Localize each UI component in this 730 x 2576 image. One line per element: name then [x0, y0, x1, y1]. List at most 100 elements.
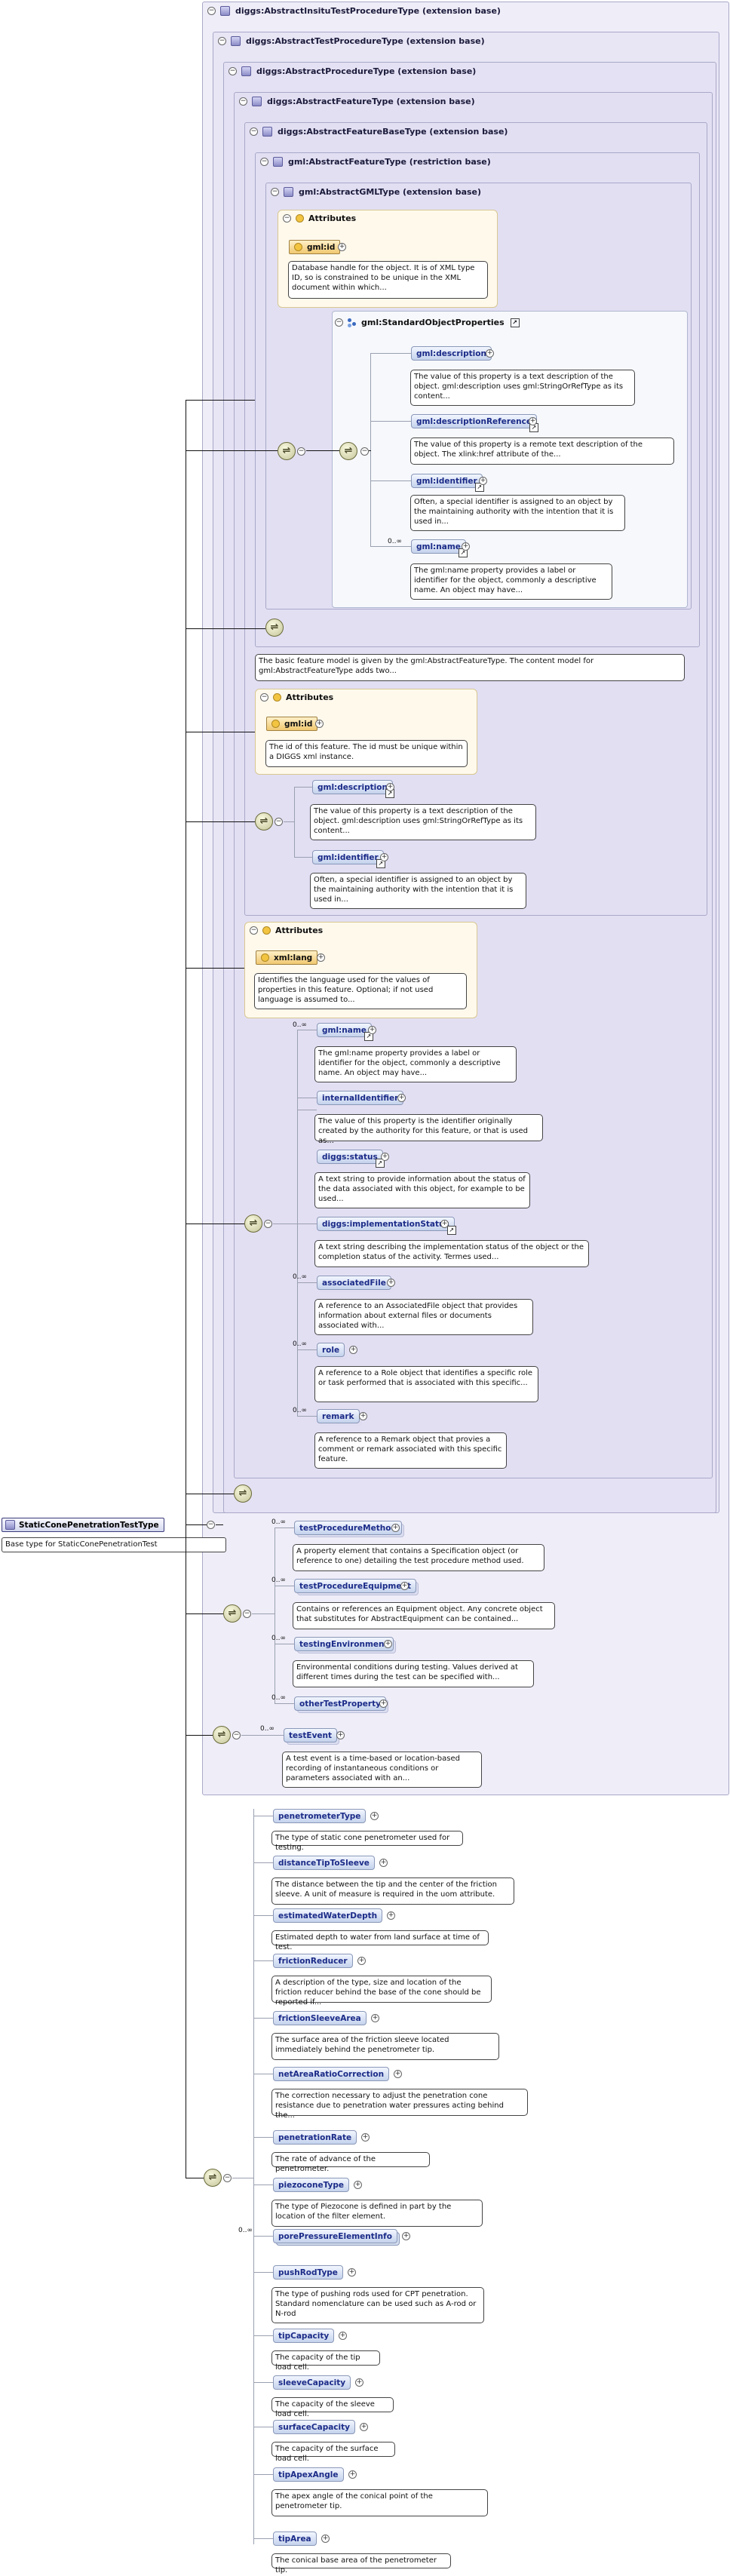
element-sleeve-capacity[interactable]: sleeveCapacity [273, 2375, 351, 2390]
element-gml-identifier[interactable]: gml:identifier [411, 474, 484, 492]
collapse-icon[interactable]: − [264, 1220, 272, 1228]
expand-icon[interactable]: + [529, 417, 537, 425]
ext-gmlgml-title: gml:AbstractGMLType (extension base) [299, 186, 482, 197]
collapse-icon[interactable]: − [232, 1731, 241, 1739]
element-role[interactable]: role [317, 1343, 348, 1359]
collapse-icon[interactable]: − [207, 6, 216, 15]
element-net-area-ratio-correction[interactable]: netAreaRatioCorrection [273, 2067, 390, 2081]
expand-icon[interactable]: + [387, 1279, 395, 1287]
collapse-icon[interactable]: − [229, 66, 237, 75]
expand-icon[interactable]: + [391, 1524, 400, 1532]
collapse-icon[interactable]: − [260, 157, 268, 166]
collapse-icon[interactable]: − [283, 214, 291, 223]
collapse-icon[interactable]: − [239, 97, 247, 106]
element-pore-pressure-element-info[interactable]: porePressureElementInfo [273, 2229, 400, 2246]
element-gml-description[interactable]: gml:description [312, 780, 394, 798]
collapse-icon[interactable]: − [275, 818, 283, 826]
multiplicity: 0..∞ [238, 2227, 253, 2234]
expand-icon[interactable]: + [400, 1582, 409, 1590]
expand-icon[interactable]: + [360, 2423, 368, 2431]
element-test-procedure-equipment[interactable]: testProcedureEquipment [294, 1579, 419, 1595]
group-icon [348, 318, 357, 327]
expand-icon[interactable]: + [479, 477, 487, 485]
expand-icon[interactable]: + [368, 1026, 376, 1034]
collapse-icon[interactable]: − [243, 1610, 251, 1618]
collapse-icon[interactable]: − [223, 2174, 232, 2182]
element-penetration-rate[interactable]: penetrationRate [273, 2130, 357, 2145]
element-surface-capacity[interactable]: surfaceCapacity [273, 2420, 355, 2434]
expand-icon[interactable]: + [348, 2470, 357, 2479]
attribute-icon [262, 926, 271, 935]
element-diggs-status[interactable]: diggs:status [317, 1150, 385, 1168]
expand-icon[interactable]: + [387, 1911, 395, 1920]
element-gml-name[interactable]: gml:name [411, 539, 468, 557]
expand-icon[interactable]: + [355, 2378, 363, 2387]
feature-doc: The basic feature model is given by the … [255, 654, 685, 681]
element-doc: Contains or references an Equipment obje… [293, 1602, 555, 1629]
element-friction-sleeve-area[interactable]: frictionSleeveArea [273, 2011, 367, 2025]
expand-icon[interactable]: + [317, 953, 325, 962]
element-other-test-property[interactable]: otherTestProperty [294, 1696, 388, 1713]
expand-icon[interactable]: + [397, 1094, 406, 1102]
expand-icon[interactable]: + [379, 1859, 388, 1867]
collapse-icon[interactable]: − [260, 693, 268, 702]
element-test-procedure-method[interactable]: testProcedureMethod [294, 1521, 404, 1537]
expand-icon[interactable]: + [380, 853, 388, 861]
element-distance-tip-to-sleeve[interactable]: distanceTipToSleeve [273, 1856, 375, 1870]
element-penetrometer-type[interactable]: penetrometerType [273, 1809, 367, 1823]
element-remark[interactable]: remark [317, 1409, 361, 1426]
element-gml-description[interactable]: gml:description [411, 346, 492, 361]
expand-icon[interactable]: + [440, 1220, 449, 1228]
element-diggs-implementation-status[interactable]: diggs:implementationStatus [317, 1217, 456, 1235]
root-type[interactable]: StaticConePenetrationTestType [2, 1518, 164, 1532]
element-doc: The capacity of the tip load cell. [271, 2350, 380, 2372]
expand-icon[interactable]: + [394, 2070, 402, 2078]
element-push-rod-type[interactable]: pushRodType [273, 2265, 343, 2280]
collapse-icon[interactable]: − [297, 447, 305, 456]
element-gml-name[interactable]: gml:name [317, 1023, 374, 1041]
expand-icon[interactable]: + [349, 1346, 357, 1354]
expand-icon[interactable]: + [321, 2535, 330, 2543]
expand-icon[interactable]: + [357, 1957, 366, 1965]
expand-icon[interactable]: + [486, 349, 494, 358]
element-associated-file[interactable]: associatedFile [317, 1276, 394, 1292]
element-testing-environment[interactable]: testingEnvironment [294, 1637, 396, 1653]
collapse-icon[interactable]: − [250, 926, 258, 935]
expand-icon[interactable]: + [339, 2332, 347, 2340]
element-tip-area[interactable]: tipArea [273, 2531, 317, 2546]
fb-id-attribute[interactable]: gml:id [266, 717, 318, 731]
collapse-icon[interactable]: − [250, 127, 258, 136]
expand-icon[interactable]: + [402, 2232, 410, 2240]
element-gml-description-reference[interactable]: gml:descriptionReference [411, 414, 538, 432]
expand-icon[interactable]: + [338, 243, 346, 251]
expand-icon[interactable]: + [381, 1153, 389, 1161]
expand-icon[interactable]: + [354, 2181, 362, 2189]
expand-icon[interactable]: + [371, 2014, 379, 2022]
element-test-event[interactable]: testEvent [284, 1728, 340, 1745]
expand-icon[interactable]: + [379, 1699, 388, 1708]
expand-icon[interactable]: + [315, 720, 324, 728]
element-gml-identifier[interactable]: gml:identifier [312, 850, 385, 868]
collapse-icon[interactable]: − [271, 187, 279, 196]
expand-icon[interactable]: + [370, 1812, 379, 1820]
expand-icon[interactable]: + [336, 1731, 345, 1739]
expand-icon[interactable]: + [462, 542, 470, 551]
element-tip-apex-angle[interactable]: tipApexAngle [273, 2467, 344, 2482]
element-tip-capacity[interactable]: tipCapacity [273, 2329, 335, 2343]
collapse-icon[interactable]: − [335, 318, 343, 327]
xml-lang-attribute[interactable]: xml:lang [256, 950, 318, 965]
multiplicity: 0..∞ [293, 1407, 307, 1414]
expand-icon[interactable]: + [359, 1412, 367, 1420]
expand-icon[interactable]: + [386, 783, 394, 791]
collapse-icon[interactable]: − [218, 36, 226, 45]
element-piezocone-type[interactable]: piezoconeType [273, 2178, 349, 2192]
element-estimated-water-depth[interactable]: estimatedWaterDepth [273, 1908, 383, 1923]
collapse-icon[interactable]: − [360, 447, 369, 456]
element-friction-reducer[interactable]: frictionReducer [273, 1954, 353, 1968]
expand-icon[interactable]: + [361, 2133, 370, 2142]
collapse-icon[interactable]: − [207, 1521, 215, 1529]
gml-id-attribute[interactable]: gml:id [289, 240, 341, 254]
expand-icon[interactable]: + [384, 1640, 392, 1648]
element-internal-identifier[interactable]: internalIdentifier [317, 1091, 404, 1105]
expand-icon[interactable]: + [348, 2268, 356, 2277]
